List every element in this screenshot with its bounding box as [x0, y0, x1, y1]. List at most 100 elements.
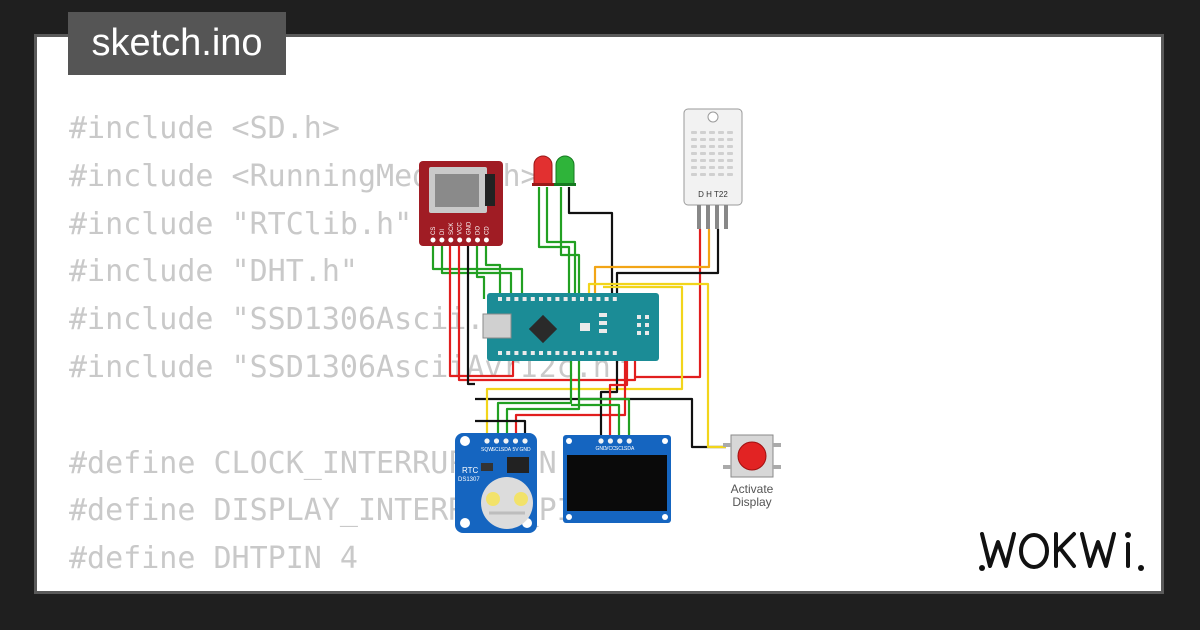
nano-pin	[506, 351, 511, 355]
sd-pin	[457, 237, 463, 243]
oled-pin-label: SCL	[615, 446, 625, 452]
nano-pin	[580, 297, 584, 301]
dht-vent	[727, 152, 733, 155]
nano-pin	[530, 297, 535, 301]
oled-pin	[607, 438, 614, 444]
dht-vent	[727, 166, 733, 169]
green-led	[554, 155, 576, 186]
dht-vent	[718, 159, 724, 162]
nano-pin	[612, 351, 617, 355]
code-line: #include "SSD1306AsciiAvrI2c.h"	[69, 349, 629, 385]
dht-vent	[718, 152, 724, 155]
red-led	[532, 155, 554, 186]
rtc-pin-label: SCL	[492, 447, 502, 453]
code-line: #include "SSD1306Ascii.h"	[69, 302, 521, 338]
dht-vent	[700, 166, 706, 169]
rtc-pin-label: GND	[519, 447, 531, 453]
nano-pin	[571, 351, 576, 355]
rtc-pin-label: 5V	[512, 447, 519, 453]
dht-vent	[709, 131, 715, 134]
sd-pin	[466, 237, 472, 243]
nano-pin	[498, 297, 502, 301]
rtc-pin-label: SDA	[501, 447, 512, 453]
rtc-pin	[503, 438, 509, 444]
icsp-pin	[645, 315, 649, 319]
dht-vent	[727, 138, 733, 141]
sketch-filename-tab: sketch.ino	[68, 12, 286, 75]
rtc-pin	[484, 438, 490, 444]
dht-vent	[727, 159, 733, 162]
dht-vent	[718, 173, 724, 176]
dht-vent	[709, 145, 715, 148]
oled-pin	[617, 438, 623, 444]
rtc-pin	[493, 438, 500, 444]
dht-vent	[691, 145, 697, 148]
dht22-label: D H T22	[698, 190, 728, 199]
icsp-pin	[637, 331, 641, 335]
nano-pin	[547, 351, 552, 355]
oled-pin-label: SDA	[624, 446, 635, 452]
oled-pin	[626, 438, 632, 444]
rtc-chip-label: RTC	[462, 466, 479, 475]
nano-pin	[580, 351, 584, 355]
button-label-line1: Activate	[731, 482, 774, 496]
sd-pin	[483, 237, 489, 243]
nano-pin	[571, 297, 576, 301]
button-label-line2: Display	[732, 495, 771, 509]
nano-pin	[522, 297, 527, 301]
sd-pin-label: GND	[467, 221, 473, 235]
dht-vent	[691, 138, 697, 141]
nano-pin	[612, 297, 617, 301]
dht-vent	[691, 166, 697, 169]
sd-pin-label: CD	[484, 226, 490, 235]
dht-vent	[709, 152, 715, 155]
project-preview-card: #include <SD.h>#include <RunningMedian.h…	[34, 34, 1164, 594]
dht-vent	[718, 131, 724, 134]
oled-pin	[598, 438, 604, 444]
sd-pin-label: DI	[440, 229, 446, 235]
dht-vent	[691, 152, 697, 155]
sd-pin	[475, 237, 480, 243]
wokwi-logo	[979, 532, 1144, 571]
dht-vent	[709, 173, 715, 176]
dht-vent	[709, 159, 715, 162]
icsp-pin	[645, 331, 649, 335]
nano-pin	[539, 297, 543, 301]
icsp-pin	[645, 323, 649, 327]
dht-vent	[718, 138, 724, 141]
nano-pin	[555, 351, 560, 355]
nano-pin	[514, 351, 519, 355]
nano-pin	[514, 297, 519, 301]
nano-pin	[530, 351, 535, 355]
nano-pin	[563, 297, 568, 301]
nano-pin	[498, 351, 502, 355]
dht-vent	[700, 145, 706, 148]
dht-vent	[700, 152, 706, 155]
rtc-chip-model: DS1307	[458, 477, 480, 483]
dht-vent	[691, 173, 697, 176]
sd-pin-label: CS	[431, 227, 437, 235]
nano-pin	[596, 351, 601, 355]
nano-pin	[547, 297, 552, 301]
nano-pin	[506, 297, 511, 301]
dht-vent	[700, 131, 706, 134]
sd-pin	[439, 237, 445, 243]
rtc-pin-label: SQW	[481, 447, 493, 453]
nano-pin	[522, 351, 527, 355]
arduino-nano-board	[482, 293, 659, 361]
nano-pin	[604, 297, 609, 301]
dht-vent	[691, 159, 697, 162]
dht-vent	[718, 145, 724, 148]
dht-vent	[727, 173, 733, 176]
code-line: #include <SD.h>	[69, 111, 340, 146]
dht-vent	[727, 145, 733, 148]
oled-pin-label: VCC	[605, 446, 616, 452]
nano-pin	[563, 351, 568, 355]
sd-pin-label: DO	[476, 226, 482, 235]
sd-pin	[430, 237, 436, 243]
